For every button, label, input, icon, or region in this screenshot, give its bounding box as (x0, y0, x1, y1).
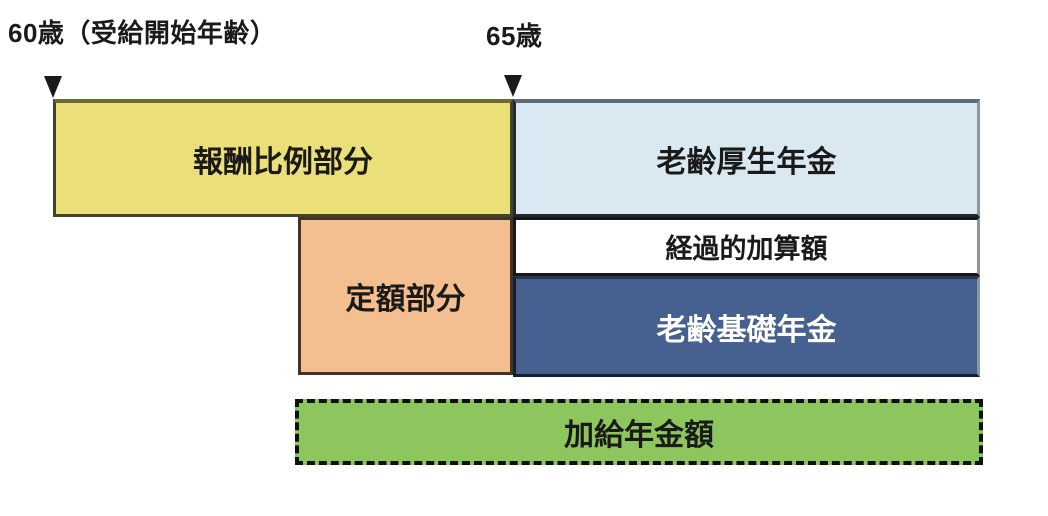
age-60-marker-icon (44, 76, 62, 98)
age-60-start-label: 60歳（受給開始年齢） (8, 18, 277, 48)
box-transitional-addition: 経過的加算額 (513, 217, 980, 276)
box-old-age-employee-pension: 老齢厚生年金 (513, 99, 980, 217)
age-65-label: 65歳 (486, 21, 543, 51)
age-65-marker-icon (504, 75, 522, 97)
box-earnings-related-portion: 報酬比例部分 (53, 99, 513, 217)
box-fixed-amount-portion: 定額部分 (298, 217, 513, 375)
box-old-age-basic-pension: 老齢基礎年金 (513, 276, 980, 377)
box-additional-pension-amount: 加給年金額 (295, 399, 983, 465)
